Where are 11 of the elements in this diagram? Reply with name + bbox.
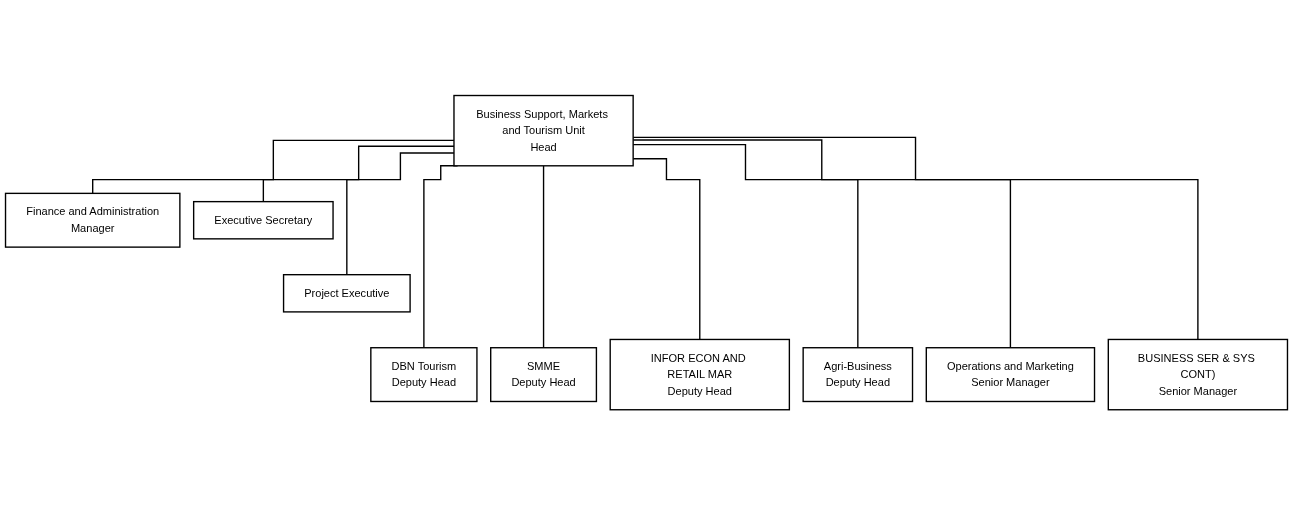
connector bbox=[542, 164, 545, 349]
node-box: DBN Tourism Deputy Head bbox=[370, 346, 478, 403]
node-box: Finance and Administration Manager bbox=[4, 192, 181, 248]
node-box: Business Support, Markets and Tourism Unit Head bbox=[453, 94, 634, 167]
node-box: Operations and Marketing Senior Manager bbox=[925, 346, 1096, 403]
node-box: INFOR ECON AND RETAIL MAR Deputy Head bbox=[609, 338, 791, 411]
node-box: BUSINESS SER & SYS CONT) Senior Manager bbox=[1107, 338, 1289, 411]
node-box: Executive Secretary bbox=[192, 200, 334, 240]
node-box: SMME Deputy Head bbox=[490, 346, 598, 403]
node-box: Project Executive bbox=[282, 273, 411, 313]
node-box: Agri-Business Deputy Head bbox=[802, 346, 914, 403]
